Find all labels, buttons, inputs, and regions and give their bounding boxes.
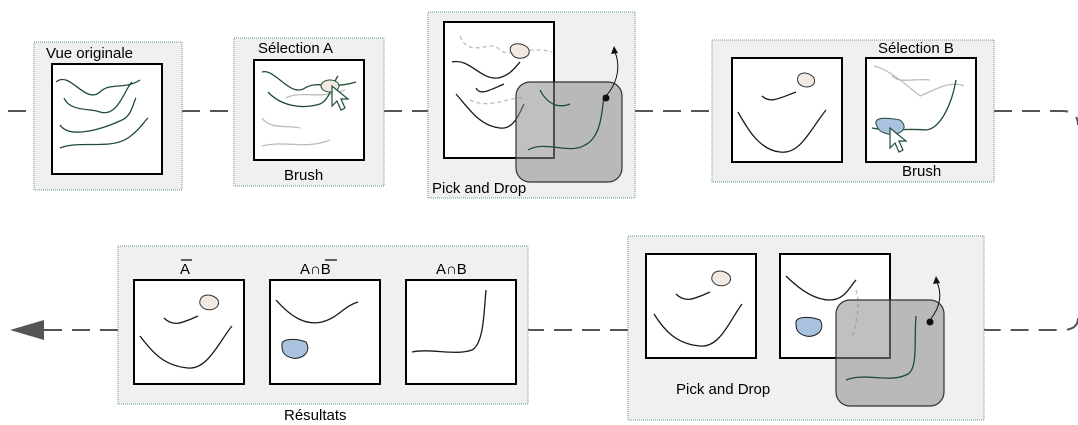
stage-label: Sélection A bbox=[258, 40, 333, 57]
stage-selection-b: Sélection B Brush bbox=[711, 39, 995, 183]
tool-label: Brush bbox=[284, 167, 323, 184]
stage-selection-a: Sélection A Brush bbox=[233, 37, 385, 187]
stage-label: Pick and Drop bbox=[432, 180, 526, 197]
stage-pick-drop-2: Pick and Drop bbox=[627, 235, 985, 421]
stage-label: Résultats bbox=[284, 407, 347, 424]
view-frame bbox=[253, 59, 365, 161]
stage-label: Vue originale bbox=[46, 45, 133, 62]
lens-overlay bbox=[515, 81, 623, 183]
stage-label: Pick and Drop bbox=[676, 381, 770, 398]
view-frame bbox=[731, 57, 843, 163]
tool-label: Brush bbox=[902, 163, 941, 180]
stage-results: A A∩B A∩B Résultats bbox=[117, 245, 529, 424]
result-frame bbox=[405, 279, 517, 385]
result-label: A bbox=[180, 261, 190, 278]
view-frame bbox=[645, 253, 757, 359]
result-label: A∩B bbox=[300, 261, 331, 278]
view-frame bbox=[865, 57, 977, 163]
stage-label: Sélection B bbox=[878, 40, 954, 57]
cursor-icon bbox=[331, 84, 350, 111]
cursor-icon bbox=[889, 126, 908, 153]
result-frame bbox=[133, 279, 245, 385]
result-frame bbox=[269, 279, 381, 385]
stage-original: Vue originale bbox=[33, 41, 183, 191]
lens-overlay bbox=[835, 299, 945, 407]
flow-arrowhead bbox=[10, 320, 44, 340]
result-label: A∩B bbox=[436, 261, 467, 278]
stage-pick-drop-1: Pick and Drop bbox=[427, 11, 636, 199]
